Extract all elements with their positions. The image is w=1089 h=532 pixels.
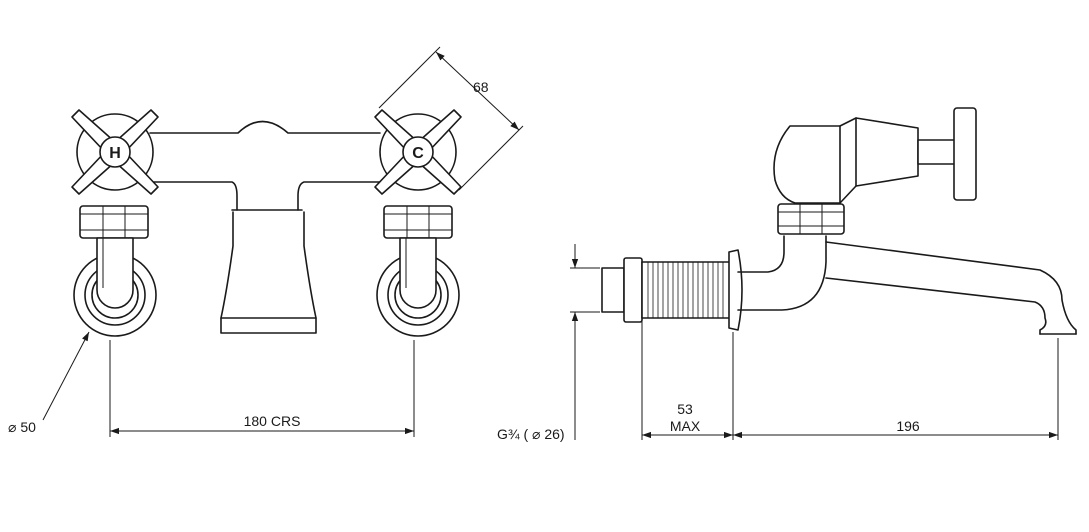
front-view: H C bbox=[8, 46, 524, 437]
spout-reach-label: 196 bbox=[896, 418, 920, 434]
cold-tap: C bbox=[374, 109, 462, 337]
max-length-dimension: 53 MAX bbox=[641, 320, 734, 440]
cold-tap-nut bbox=[383, 205, 453, 239]
thread-label: G¾ ( ⌀ 26) bbox=[497, 426, 565, 442]
handle-size-label: 68 bbox=[473, 79, 489, 95]
thread-dimension: G¾ ( ⌀ 26) bbox=[497, 244, 600, 442]
inlet-threads bbox=[647, 262, 724, 318]
side-handle bbox=[953, 107, 977, 201]
cold-tap-label: C bbox=[412, 145, 424, 162]
max-length-value: 53 bbox=[677, 401, 693, 417]
spout-reach-dimension: 196 bbox=[733, 338, 1059, 440]
side-spout bbox=[737, 235, 1077, 335]
max-length-unit: MAX bbox=[670, 418, 701, 434]
crank-diameter-label: ⌀ 50 bbox=[8, 419, 36, 435]
crank-diameter-dimension: ⌀ 50 bbox=[8, 331, 90, 435]
bridge-body bbox=[149, 120, 381, 211]
hot-tap-label: H bbox=[109, 145, 121, 162]
centres-dimension: 180 CRS bbox=[109, 340, 415, 437]
side-view: G¾ ( ⌀ 26) 53 MAX 196 bbox=[497, 107, 1077, 442]
side-tap-body bbox=[773, 107, 977, 204]
center-spout bbox=[220, 211, 317, 334]
hot-tap-nut bbox=[79, 205, 149, 239]
handle-size-dimension: 68 bbox=[378, 46, 524, 191]
centres-label: 180 CRS bbox=[244, 413, 301, 429]
threaded-inlet bbox=[601, 249, 743, 331]
side-nut bbox=[777, 203, 845, 235]
hot-tap: H bbox=[71, 109, 159, 337]
